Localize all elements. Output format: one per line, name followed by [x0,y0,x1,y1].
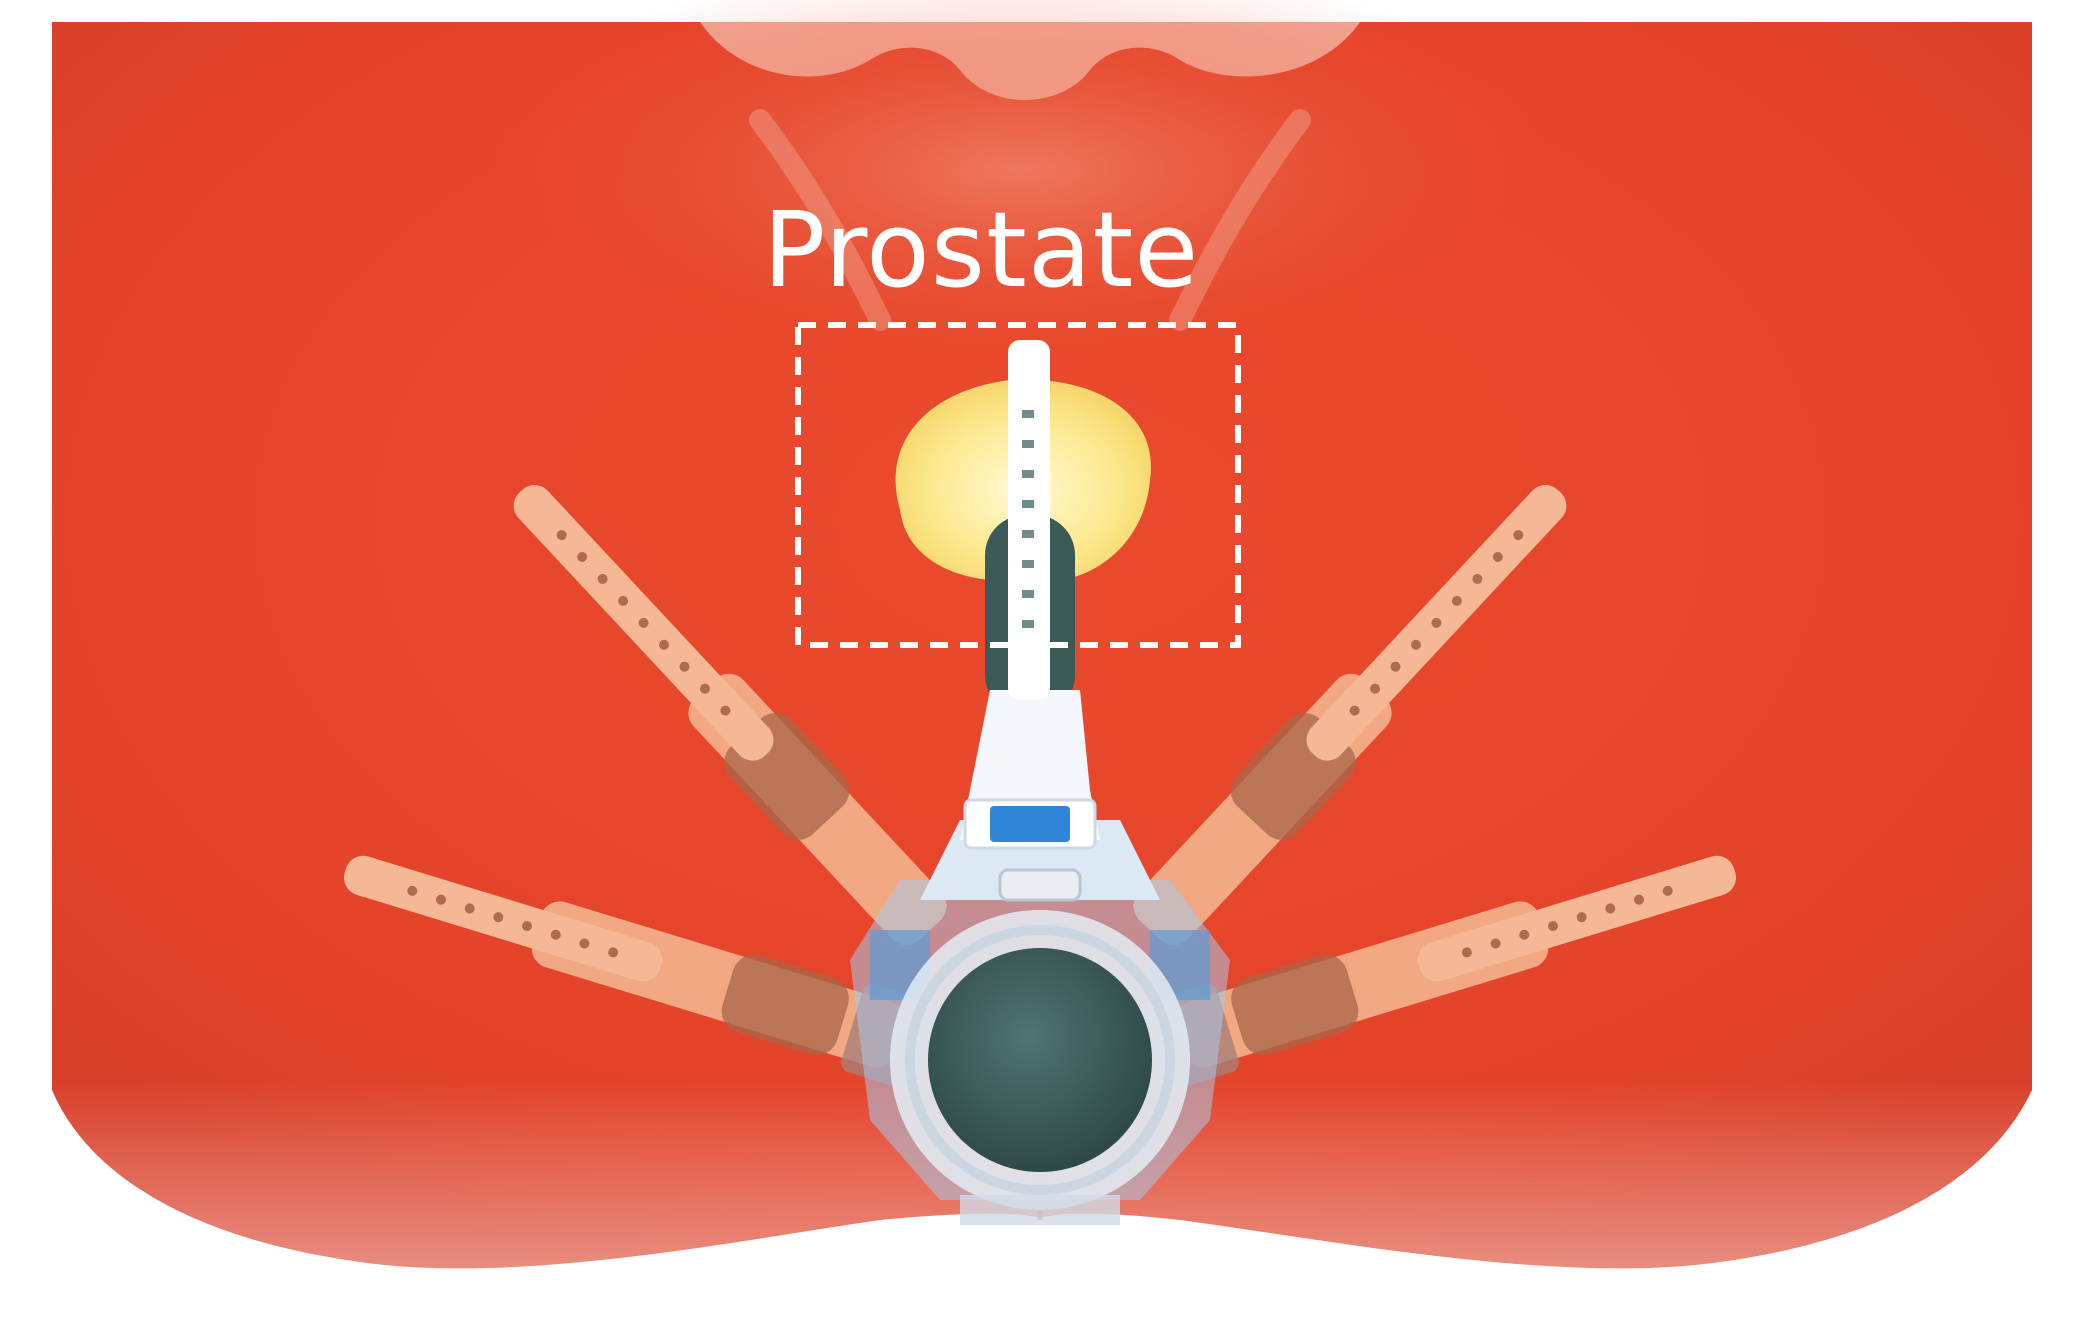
prostate-label: Prostate [0,198,2022,302]
blue-clip [990,806,1070,842]
